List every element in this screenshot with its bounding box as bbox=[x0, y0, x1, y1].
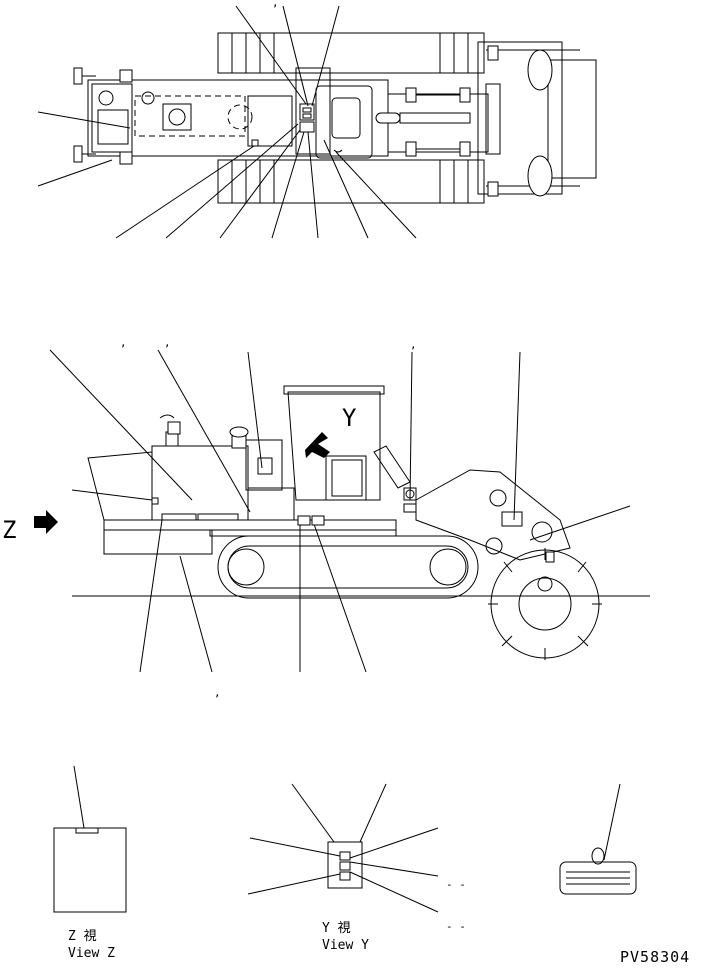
top-leader-lines bbox=[37, 5, 417, 239]
engine-outline bbox=[134, 95, 246, 137]
operator-cab bbox=[315, 85, 373, 159]
view-direction-arrow-icon bbox=[34, 510, 58, 534]
side-leader-lines bbox=[49, 349, 631, 673]
detail-view-z: Z 視 View Z bbox=[53, 765, 127, 961]
detail-view-y: - - - - Y 視 View Y bbox=[247, 783, 466, 953]
view-y-jp: Y 視 bbox=[322, 921, 351, 936]
side-comma-1: , bbox=[120, 336, 127, 349]
cutter-arm bbox=[415, 469, 571, 561]
upper-track bbox=[217, 32, 485, 74]
rotor-teeth bbox=[488, 548, 602, 660]
cab-arrow-icon bbox=[305, 432, 330, 458]
side-comma-3: , bbox=[410, 338, 417, 351]
fan-grille bbox=[98, 90, 114, 106]
top-comma: , bbox=[272, 0, 279, 9]
lower-track bbox=[217, 159, 485, 204]
side-crawler bbox=[217, 535, 479, 599]
main-frame bbox=[87, 79, 389, 157]
side-comma-2: , bbox=[164, 336, 171, 349]
top-view: , bbox=[37, 0, 597, 239]
drawing-code: PV58304 bbox=[620, 948, 690, 964]
view-z-marker: Z bbox=[2, 516, 16, 544]
view-y-dash-2: - - bbox=[446, 920, 466, 933]
view-y-dash-1: - - bbox=[446, 878, 466, 891]
view-z-jp: Z 視 bbox=[68, 929, 97, 944]
cutter-drum-top bbox=[477, 41, 563, 195]
side-view: Y Z bbox=[2, 336, 650, 699]
side-comma-4: , bbox=[214, 686, 221, 699]
detail-tag bbox=[559, 783, 637, 895]
rear-hood bbox=[87, 451, 153, 521]
view-y-en: View Y bbox=[322, 938, 369, 953]
side-cab bbox=[287, 391, 381, 501]
tag-plate bbox=[559, 861, 637, 895]
cab-marker-y: Y bbox=[342, 404, 357, 432]
view-z-en: View Z bbox=[68, 946, 115, 961]
air-cleaner-cap bbox=[229, 426, 249, 438]
